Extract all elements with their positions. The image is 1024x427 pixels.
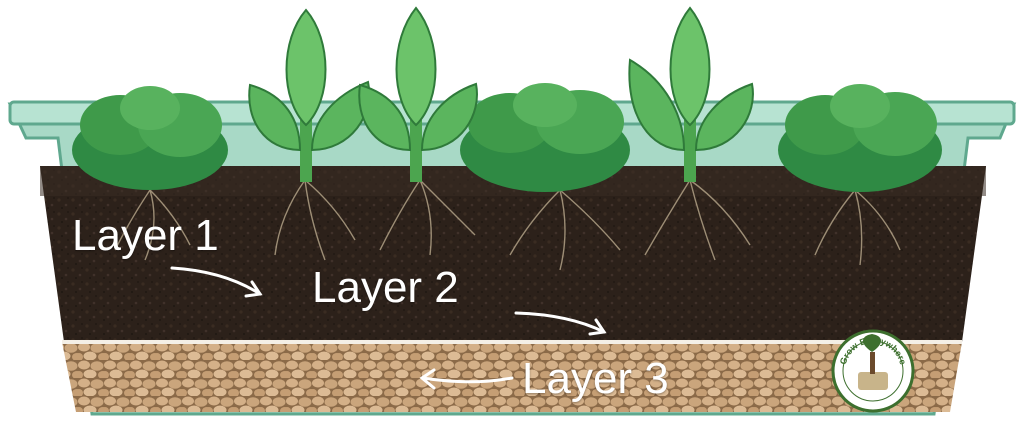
- arrow-layer-2: [514, 311, 607, 336]
- bushy-plant-1: [72, 86, 228, 190]
- arrow-layer-1: [170, 266, 263, 298]
- layer-2-label: Layer 2: [312, 263, 459, 312]
- grow-everywhere-logo-icon: Grow Everywhere: [831, 329, 915, 413]
- leafy-seedling-2: [358, 6, 478, 182]
- leafy-seedling-3: [628, 6, 754, 182]
- bushy-plant-2: [460, 83, 630, 192]
- bushy-plant-3: [778, 84, 942, 192]
- layer-1-label: Layer 1: [72, 211, 219, 260]
- layer-3-label: Layer 3: [522, 354, 669, 403]
- plant-roots: [114, 179, 901, 271]
- leafy-seedling-1: [248, 8, 371, 182]
- arrow-layer-3: [419, 368, 514, 390]
